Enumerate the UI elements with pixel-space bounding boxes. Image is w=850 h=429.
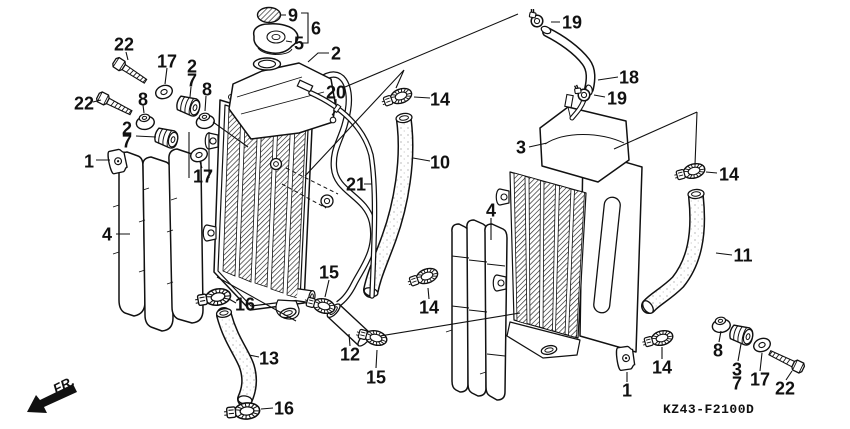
front-direction-marker: FR. xyxy=(27,373,77,413)
callout-22: 22 xyxy=(74,94,94,114)
callout-13: 13 xyxy=(259,349,279,369)
callout-17: 17 xyxy=(157,52,177,72)
callout-21: 21 xyxy=(346,175,366,195)
callout-22: 22 xyxy=(114,35,134,55)
hose-clamp-14 xyxy=(672,160,708,184)
grommet-8 xyxy=(194,111,217,131)
callout-18: 18 xyxy=(619,68,639,88)
leader-lines-center xyxy=(216,13,521,410)
hose-clamp-15 xyxy=(302,293,338,317)
hose-clamp-16 xyxy=(222,401,262,422)
hose-clamp-14 xyxy=(379,84,415,111)
right-hose-group xyxy=(614,160,807,375)
callout-2: 2 xyxy=(187,57,197,77)
callout-9: 9 xyxy=(288,6,298,26)
callout-3: 3 xyxy=(732,360,742,380)
mount-rubber-7 xyxy=(174,93,203,119)
callout-14: 14 xyxy=(419,298,439,318)
callout-16: 16 xyxy=(274,399,294,419)
hidden-assembly-lines xyxy=(281,167,339,209)
center-hoses xyxy=(215,90,414,407)
washer-17 xyxy=(153,82,175,102)
callout-7: 7 xyxy=(122,132,132,152)
callout-4: 4 xyxy=(102,225,112,245)
left-radiator-core xyxy=(222,106,306,299)
right-louver xyxy=(445,219,508,401)
callout-22: 22 xyxy=(775,379,795,399)
callout-17: 17 xyxy=(193,167,213,187)
callout-3: 3 xyxy=(516,138,526,158)
callout-14: 14 xyxy=(430,90,450,110)
callout-1: 1 xyxy=(84,152,94,172)
left-radiator xyxy=(202,57,377,320)
hose-clamp-14 xyxy=(405,264,441,291)
diagram-code: KZ43-F2100D xyxy=(663,402,754,417)
radiator-cap-group xyxy=(252,6,299,55)
mount-rubber-7 xyxy=(152,125,181,151)
callout-16: 16 xyxy=(235,295,255,315)
callout-14: 14 xyxy=(719,165,739,185)
callout-10: 10 xyxy=(430,153,450,173)
callout-2: 2 xyxy=(331,44,341,64)
mount-bolt-22 xyxy=(94,90,135,119)
callout-14: 14 xyxy=(652,358,672,378)
hose-clamp-14 xyxy=(640,327,676,351)
breather-hose-group xyxy=(526,7,596,121)
left-shroud xyxy=(112,148,204,332)
callout-20: 20 xyxy=(326,83,346,103)
washer-17 xyxy=(751,335,773,355)
callout-8: 8 xyxy=(713,341,723,361)
callout-6: 6 xyxy=(311,19,321,39)
callout-1: 1 xyxy=(622,381,632,401)
leader-lines-left xyxy=(92,51,249,235)
callout-8: 8 xyxy=(202,80,212,100)
right-radiator xyxy=(492,93,643,359)
left-mount-hardware xyxy=(94,55,217,175)
leader-lines-right xyxy=(528,21,793,382)
cap-seal xyxy=(256,6,282,24)
stay-bracket-1 xyxy=(614,345,636,372)
callout-19: 19 xyxy=(562,13,582,33)
leader-lines xyxy=(92,12,793,410)
callout-4: 4 xyxy=(486,201,496,221)
mount-rubber-7 xyxy=(727,322,756,348)
mount-bolt-22 xyxy=(110,55,150,87)
leader-lines-cap xyxy=(280,12,329,63)
callout-12: 12 xyxy=(340,345,360,365)
callout-15: 15 xyxy=(319,263,339,283)
callout-7: 7 xyxy=(732,374,742,394)
callout-8: 8 xyxy=(138,90,148,110)
callout-11: 11 xyxy=(733,246,752,266)
front-arrow-icon xyxy=(27,384,77,413)
right-radiator-core xyxy=(513,172,585,339)
callout-19: 19 xyxy=(607,89,627,109)
tube-clamp-19 xyxy=(526,7,546,29)
callout-15: 15 xyxy=(366,368,386,388)
tube-clip-20 xyxy=(329,103,342,124)
callout-5: 5 xyxy=(294,34,304,54)
callout-2: 2 xyxy=(122,119,132,139)
mount-bolt-22 xyxy=(766,347,807,375)
callout-7: 7 xyxy=(187,71,197,91)
grommet-8 xyxy=(134,112,157,132)
callout-17: 17 xyxy=(750,370,770,390)
